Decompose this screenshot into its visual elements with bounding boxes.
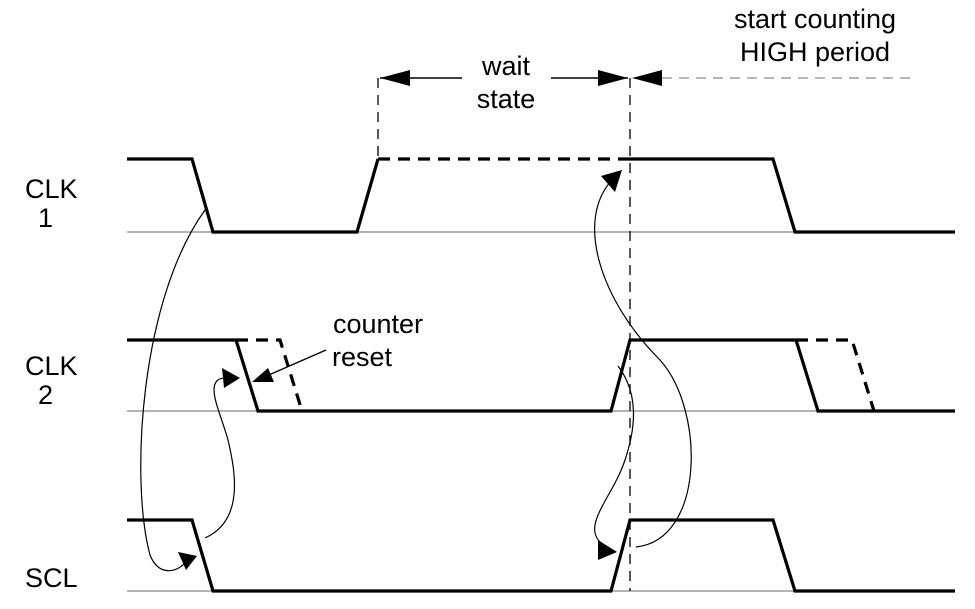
clk1-second-segment bbox=[630, 157, 955, 234]
wait-state-dimension bbox=[380, 70, 628, 86]
scl-waveform bbox=[127, 518, 955, 593]
vertical-guides bbox=[377, 78, 631, 591]
causal-curves bbox=[140, 170, 692, 572]
scl-fall-to-clk2-arrow bbox=[222, 368, 240, 388]
annotations: wait state start counting HIGH period co… bbox=[332, 4, 896, 372]
wait-state-label-line2: state bbox=[477, 84, 536, 114]
wait-dim-left-arrow bbox=[380, 70, 410, 86]
start-counting-dimension bbox=[632, 70, 910, 86]
counter-reset-pointer bbox=[252, 349, 327, 382]
clk2-dashed-pulse-1 bbox=[236, 338, 304, 412]
start-counting-label-line2: HIGH period bbox=[740, 37, 890, 67]
clk2-main bbox=[127, 338, 955, 413]
clk2-rise-to-scl-arrow bbox=[598, 540, 617, 560]
wait-state-label-line1: wait bbox=[481, 51, 531, 81]
clk1-label-line2: 1 bbox=[38, 203, 53, 233]
clk2-waveform bbox=[127, 338, 955, 413]
clk2-dashed-pulse-2 bbox=[796, 338, 876, 412]
clk1-fall-to-scl-arrow bbox=[178, 552, 197, 570]
scl-rise-to-clk1-arrow bbox=[601, 170, 622, 192]
clk2-label-line1: CLK bbox=[25, 351, 78, 381]
wait-dim-right-arrow bbox=[598, 70, 628, 86]
scl-rise-to-clk1-curve bbox=[594, 179, 692, 548]
counter-reset-arrow bbox=[252, 368, 274, 382]
clk2-label-line2: 2 bbox=[38, 380, 53, 410]
signal-labels: CLK 1 CLK 2 SCL bbox=[25, 174, 78, 593]
clk1-waveform bbox=[127, 157, 955, 234]
clk1-fall-to-scl-curve bbox=[140, 209, 206, 572]
start-counting-arrow bbox=[632, 70, 662, 86]
scl-main bbox=[127, 518, 955, 593]
start-counting-label-line1: start counting bbox=[734, 4, 896, 34]
scl-fall-to-clk2-curve bbox=[204, 377, 236, 539]
counter-reset-label-line1: counter bbox=[333, 309, 423, 339]
clk1-first-segment bbox=[127, 157, 380, 234]
counter-reset-line bbox=[261, 349, 327, 379]
counter-reset-label-line2: reset bbox=[332, 342, 393, 372]
clk2-rise-to-scl-curve bbox=[594, 365, 635, 549]
scl-label: SCL bbox=[25, 563, 78, 593]
clk1-label-line1: CLK bbox=[25, 174, 78, 204]
